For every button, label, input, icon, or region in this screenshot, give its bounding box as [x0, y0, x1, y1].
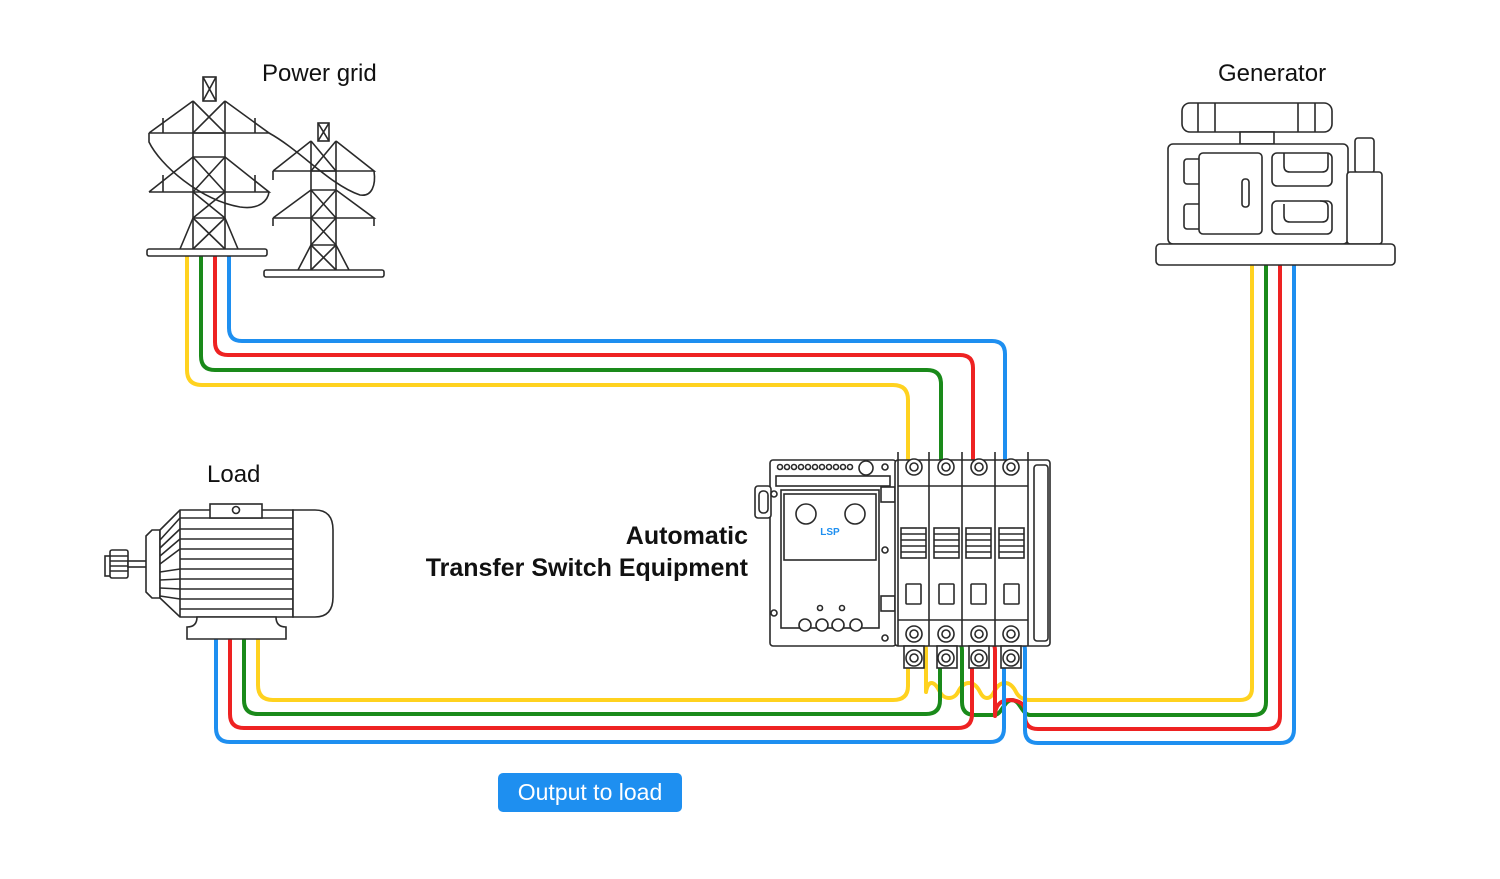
load-label: Load [207, 461, 261, 488]
wire-gen-l3 [978, 263, 1282, 731]
generator-icon [1155, 102, 1396, 266]
ats-to-load-wires [214, 638, 1012, 744]
ats-label: Automatic Transfer Switch Equipment [426, 520, 748, 584]
top-terminals [905, 458, 1020, 476]
wire-gen-l1 [914, 263, 1254, 702]
pole-vents [900, 527, 1025, 559]
ats-label-line2: Transfer Switch Equipment [425, 554, 748, 582]
wire-load-l2 [242, 638, 948, 716]
power-grid-towers-icon [146, 76, 385, 278]
terminal-screws-row [776, 463, 854, 471]
power-grid-label: Power grid [262, 60, 377, 87]
grid-to-ats-wires [185, 254, 1007, 467]
wire-grid-l2 [199, 254, 943, 467]
generator-label: Generator [1218, 60, 1327, 87]
wire-grid-l3 [213, 254, 975, 467]
wire-grid-n [227, 254, 1007, 467]
brand-logo: LSP [820, 527, 840, 538]
motor-load-icon [104, 503, 334, 640]
wire-load-l1 [256, 638, 916, 702]
ats-label-line1: Automatic [625, 522, 748, 550]
output-to-load-button[interactable]: Output to load [498, 773, 682, 812]
bottom-terminals [903, 625, 1022, 669]
wire-grid-l1 [185, 254, 910, 467]
ats-equipment-icon: LSP [754, 452, 1051, 669]
